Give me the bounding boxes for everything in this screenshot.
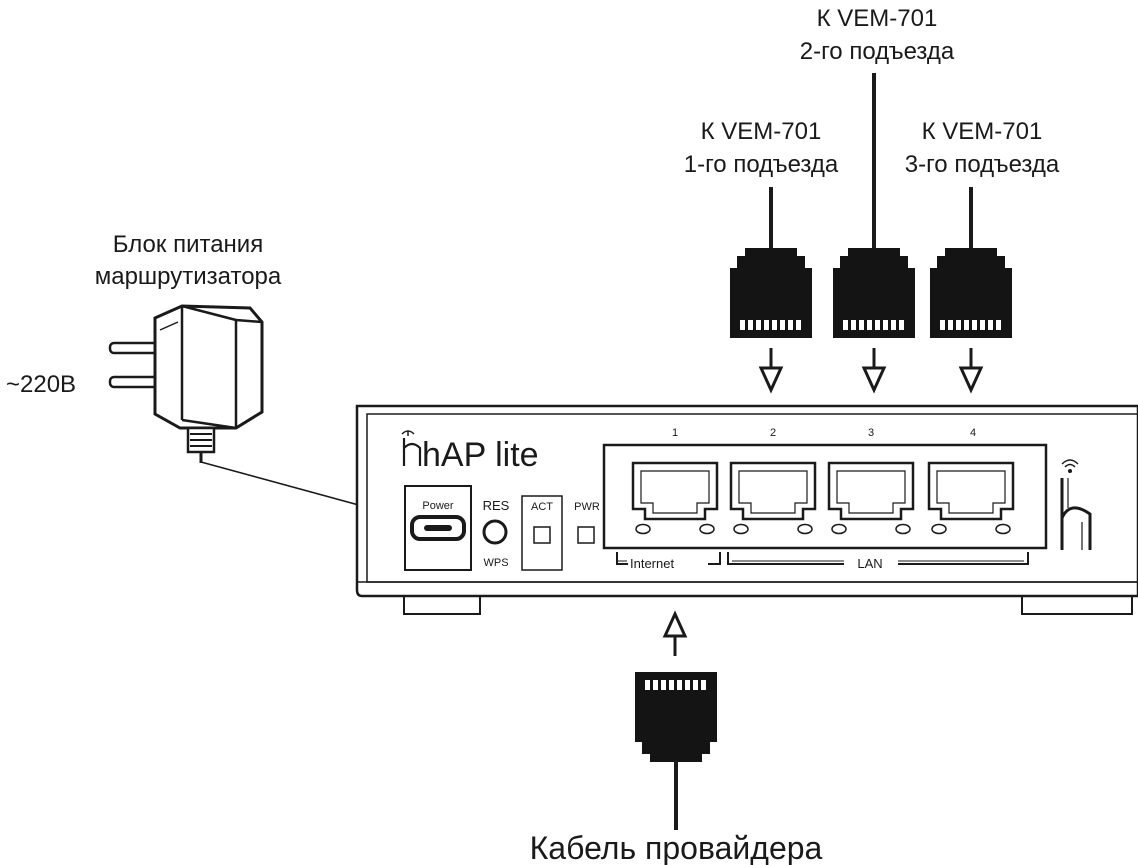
- mikrotik-h-logo-icon: [401, 430, 422, 466]
- entrance1-arrow-down-icon: [759, 346, 783, 392]
- port-number-2: 2: [770, 427, 776, 439]
- entrance3-arrow-down-icon: [959, 346, 983, 392]
- plug-prong-top-icon: [108, 341, 160, 355]
- entrance2-line2: 2-го подъезда: [800, 38, 955, 65]
- provider-rj45-connector-icon: [635, 672, 717, 762]
- lan-label: LAN: [857, 556, 882, 571]
- router: hAP lite Power RES WPS ACT PWR 1 2 3 4 I…: [355, 404, 1138, 615]
- provider-connection: Кабель провайдера: [530, 612, 823, 865]
- internet-label: Internet: [630, 556, 674, 571]
- plug-prong-bottom-icon: [108, 375, 160, 389]
- entrance1-line1: К VEM-701: [701, 118, 822, 145]
- power-supply-title-line2: маршрутизатора: [95, 263, 282, 290]
- power-supply-title-line1: Блок питания: [113, 231, 263, 258]
- port-number-3: 3: [868, 427, 874, 439]
- entrance3-line1: К VEM-701: [922, 118, 1043, 145]
- reset-button[interactable]: [482, 519, 508, 545]
- power-adapter: Блок питания маршрутизатора ~220В: [6, 231, 422, 523]
- entrance3-rj45-connector-icon: [930, 248, 1012, 338]
- power-port-label: Power: [422, 500, 454, 512]
- act-led-icon: [533, 526, 551, 544]
- wps-label: WPS: [483, 557, 508, 569]
- entrance2-arrow-down-icon: [862, 346, 886, 392]
- entrance2-rj45-connector-icon: [833, 248, 915, 338]
- port-number-4: 4: [970, 427, 976, 439]
- router-model: hAP lite: [422, 436, 539, 474]
- entrance1-line2: 1-го подъезда: [684, 151, 839, 178]
- pwr-led-icon: [577, 526, 595, 544]
- wireless-h-logo-icon: [1060, 459, 1092, 550]
- entrance1-rj45-connector-icon: [730, 248, 812, 338]
- res-label: RES: [483, 498, 510, 513]
- voltage-label: ~220В: [6, 371, 76, 398]
- provider-arrow-up-icon: [663, 612, 687, 658]
- act-label: ACT: [531, 501, 553, 513]
- pwr-label: PWR: [574, 501, 600, 513]
- entrance3-line2: 3-го подъезда: [905, 151, 1060, 178]
- entrance2-line1: К VEM-701: [817, 5, 938, 32]
- port-number-1: 1: [672, 427, 678, 439]
- provider-cable-label: Кабель провайдера: [530, 830, 823, 865]
- lan-connections: К VEM-701 1-го подъезда К VEM-701 2-го п…: [684, 5, 1060, 392]
